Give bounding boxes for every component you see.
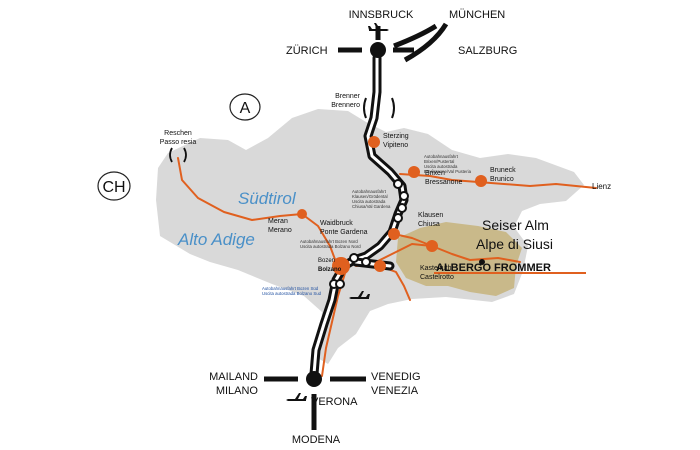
label-brennero: Brennero [331, 102, 360, 109]
country-switzerland-badge: CH [97, 171, 131, 201]
exit-klausen-line3: Uscita autostrada [352, 199, 386, 204]
reschen-pass-icon [169, 147, 187, 163]
road-pustertal [399, 173, 597, 189]
bozen-dot [332, 257, 350, 275]
label-lienz: Lienz [592, 182, 611, 191]
bruneck-dot [475, 175, 487, 187]
exit-klausen-line2: Klausen/Grödental [352, 194, 388, 199]
label-alpe-di-siusi: Alpe di Siusi [476, 236, 553, 252]
label-brunico: Brunico [490, 176, 514, 183]
label-passo-resia: Passo resia [160, 139, 197, 146]
label-reschen: Reschen [164, 130, 192, 137]
label-bruneck: Bruneck [490, 167, 516, 174]
label-zuerich: ZÜRICH [286, 45, 328, 57]
region-label-it: Alto Adige [177, 230, 255, 249]
label-muenchen: MÜNCHEN [449, 9, 505, 21]
label-sterzing: Sterzing [383, 133, 409, 140]
country-austria-badge: A [229, 93, 261, 121]
label-kastelruth: Kastelruth [420, 265, 452, 272]
verona-junction [264, 371, 366, 430]
town-dots [297, 136, 487, 275]
label-brixen: Brixen [425, 170, 445, 177]
label-salzburg: SALZBURG [458, 45, 517, 57]
label-merano: Merano [268, 227, 292, 234]
label-chiusa: Chiusa [418, 221, 440, 228]
brixen-dot [408, 166, 420, 178]
brenner-pass-icon [363, 97, 395, 119]
label-vipiteno: Vipiteno [383, 142, 408, 149]
label-modena: MODENA [292, 434, 341, 446]
kastelruth-dot [426, 240, 438, 252]
region-label-de: Südtirol [238, 189, 297, 208]
innsbruck-junction [338, 22, 449, 63]
label-venedig: VENEDIG [371, 371, 421, 383]
road-meran-bozen [301, 213, 337, 263]
exit-brixen-line4: Bressanone/Val Pusteria [424, 169, 472, 174]
label-meran: Meran [268, 218, 288, 225]
label-seiser-alm: Seiser Alm [482, 217, 549, 233]
road-reschen-meran [177, 157, 303, 221]
exit-bozen-sued-line1: Autobahnausfahrt Bozen Süd [262, 286, 319, 291]
label-verona: VERONA [311, 396, 358, 408]
road-klausen-kastelruth [393, 233, 433, 247]
exit-klausen-line4: Chiusa/Val Gardena [352, 204, 391, 209]
sterzing-dot [368, 136, 380, 148]
label-venezia: VENEZIA [371, 385, 419, 397]
exit-bozen-nord-line2: Uscita autostrada Bolzano Nord [300, 244, 361, 249]
label-klausen: Klausen [418, 212, 443, 219]
label-castelrotto: Castelrotto [420, 274, 454, 281]
airplane-icon [368, 23, 389, 31]
label-brenner: Brenner [335, 93, 361, 100]
klausen-dot [388, 228, 400, 240]
seiser-alm-area [396, 222, 522, 296]
label-ponte-gardena: Ponte Gardena [320, 229, 368, 236]
airplane-icon [349, 291, 370, 299]
label-bozen: Bozen [318, 258, 335, 264]
south-tyrol-region [156, 109, 584, 364]
country-switzerland-label: CH [102, 179, 125, 196]
exit-bozen-sued-line2: Uscita autostrada Bolzano Sud [262, 291, 322, 296]
label-waidbruck: Waidbruck [320, 220, 353, 227]
meran-dot [297, 209, 307, 219]
label-milano: MILANO [216, 385, 259, 397]
label-innsbruck: INNSBRUCK [349, 9, 414, 21]
exit-brixen-line3: Uscita autostrada [424, 164, 458, 169]
country-austria-label: A [240, 100, 251, 117]
label-hotel: ALBERGO FROMMER [436, 262, 551, 274]
hotel-dot [479, 259, 485, 265]
exit-brixen-line1: Autobahnausfahrt [424, 154, 459, 159]
bozen-east-dot [374, 260, 386, 272]
label-mailand: MAILAND [209, 371, 258, 383]
exit-bozen-nord-line1: Autobahnausfahrt Bozen Nord [300, 239, 358, 244]
motorway-exits [329, 179, 409, 289]
label-bressanone: Bressanone [425, 179, 462, 186]
exit-brixen-line2: Brixen/Pustertal [424, 159, 454, 164]
airplane-icon [286, 393, 307, 401]
label-bolzano: Bolzano [318, 267, 342, 273]
exit-klausen-line1: Autobahnausfahrt [352, 189, 387, 194]
